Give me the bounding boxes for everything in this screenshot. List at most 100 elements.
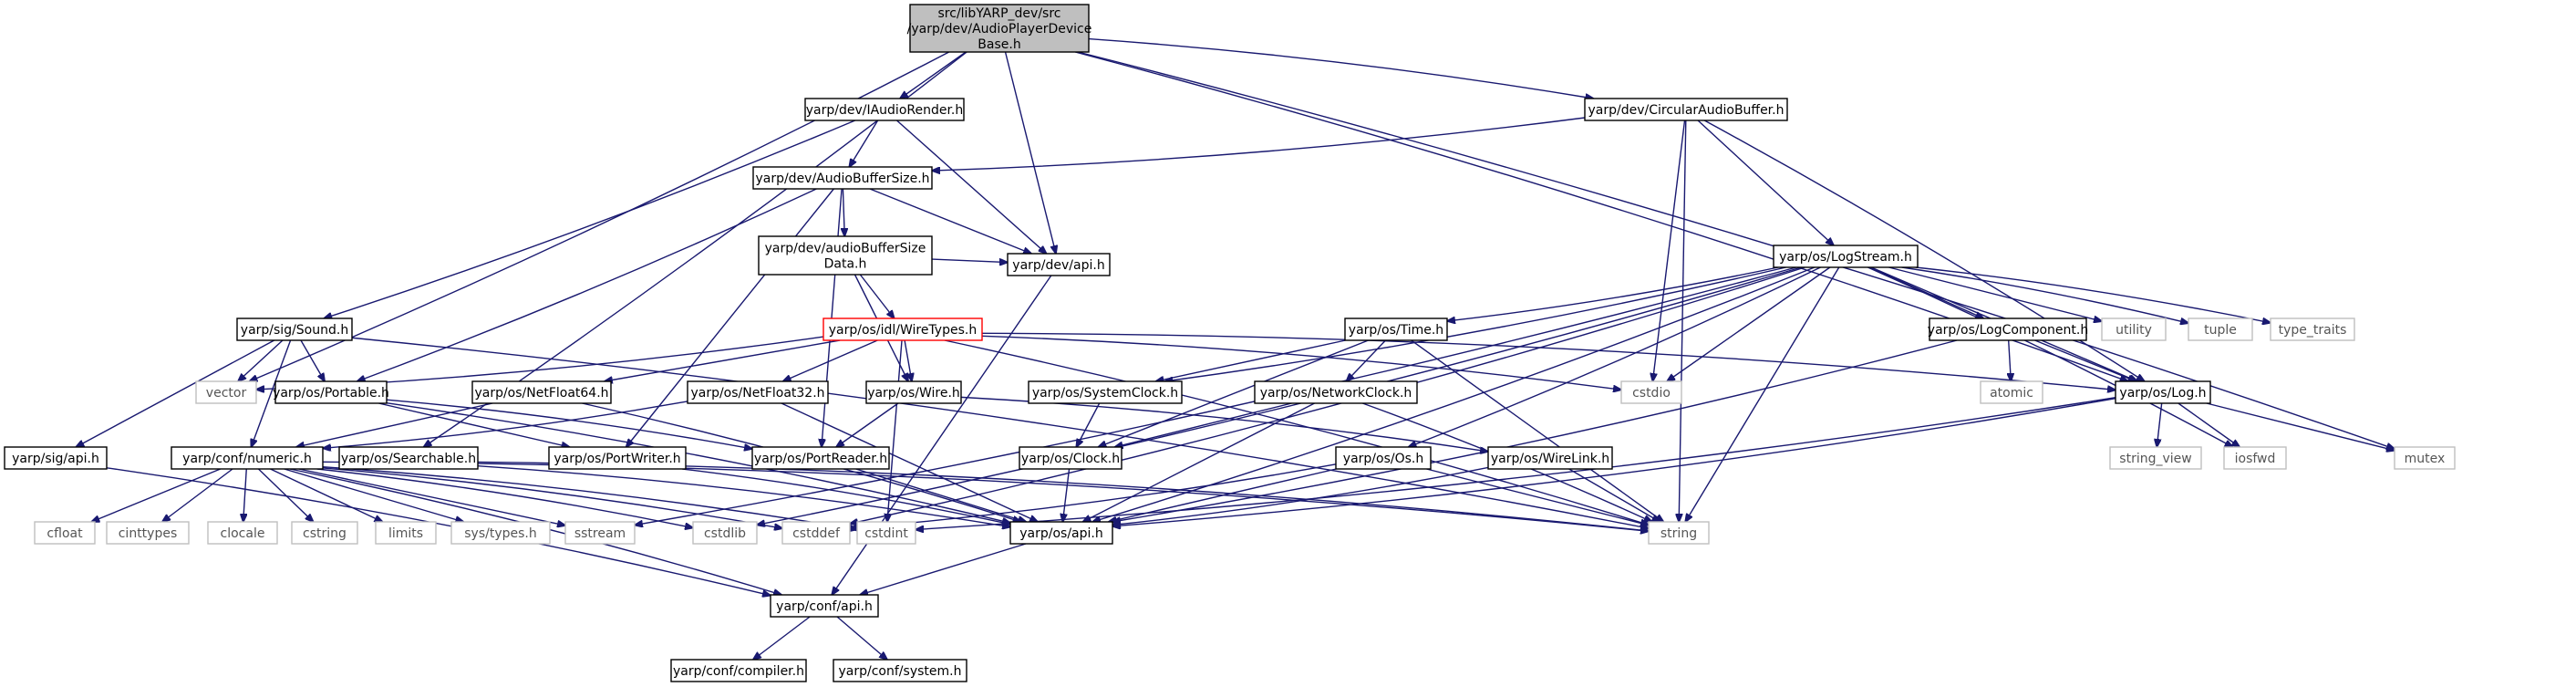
node-box-compiler [670,659,807,682]
node-limits: limits [375,521,437,545]
node-audiobuffersize[interactable]: yarp/dev/AudioBufferSize.h [752,166,933,190]
node-wire[interactable]: yarp/os/Wire.h [865,380,962,404]
node-label-wiretypes: yarp/os/idl/WireTypes.h [829,323,977,338]
node-portable[interactable]: yarp/os/Portable.h [273,380,389,404]
edge-logstream-to-type_traits [1915,266,2271,323]
node-label-compiler: yarp/conf/compiler.h [673,664,804,679]
node-confapi[interactable]: yarp/conf/api.h [770,594,879,618]
node-compiler[interactable]: yarp/conf/compiler.h [670,659,807,682]
node-root[interactable]: src/libYARP_dev/src/yarp/dev/AudioPlayer… [907,4,1092,53]
edge-numeric-to-sstream [298,468,565,526]
node-string: string [1648,521,1710,545]
edge-searchable-to-osapi [477,465,1010,527]
node-label-cstdint: cstdint [864,526,908,541]
node-sigapi[interactable]: yarp/sig/api.h [4,446,108,470]
node-netfloat64[interactable]: yarp/os/NetFloat64.h [471,380,612,404]
edge-log-to-iosfwd [2178,402,2240,447]
edge-numeric-to-limits [270,468,382,522]
node-box-logcomponent [1929,317,2087,341]
edge-wire-to-portreader [836,402,899,447]
edge-confapi-to-system [836,616,887,660]
edge-numeric-to-cfloat [91,468,221,522]
edge-portable-to-portreader [386,399,752,449]
node-os[interactable]: yarp/os/Os.h [1335,446,1432,470]
node-netfloat32[interactable]: yarp/os/NetFloat32.h [687,380,829,404]
edge-numeric-to-string [322,461,1649,531]
edge-time-to-string [1411,339,1664,522]
edge-audiobuffersizedata-to-devapi [931,259,1008,263]
node-box-cstdint [856,521,916,545]
node-box-cinttypes [106,521,190,545]
edge-time-to-clock [1098,339,1369,447]
edge-audiobuffersize-to-devapi [869,188,1031,254]
edges-layer [76,37,2395,660]
node-box-cfloat [34,521,96,545]
node-systypes: sys/types.h [450,521,551,545]
node-clock[interactable]: yarp/os/Clock.h [1019,446,1122,470]
edge-iaudiorender-to-sound [324,120,856,318]
edge-numeric-to-cstdlib [316,468,693,528]
edge-numeric-to-cstddef [322,467,782,528]
node-box-systypes [450,521,551,545]
node-box-log [2115,380,2211,404]
node-vector: vector [195,380,257,404]
node-osapi[interactable]: yarp/os/api.h [1009,521,1113,545]
edge-logcomponent-to-osapi [1112,339,1958,522]
node-portwriter[interactable]: yarp/os/PortWriter.h [548,446,687,470]
node-box-clocale [207,521,278,545]
edge-logstream-to-cstddef [850,266,1805,524]
edge-wiretypes-to-wire [904,339,912,381]
node-label-clock: yarp/os/Clock.h [1021,452,1120,466]
node-label-iaudiorender: yarp/dev/IAudioRender.h [806,103,964,118]
node-systemclock[interactable]: yarp/os/SystemClock.h [1028,380,1183,404]
node-box-numeric [171,446,324,470]
node-label-circularaudiobuffer: yarp/dev/CircularAudioBuffer.h [1588,103,1785,118]
edge-logcomponent-to-log [2034,339,2136,381]
edge-log-to-mutex [2206,402,2395,451]
edge-logstream-to-sstream [635,266,1797,526]
node-portreader[interactable]: yarp/os/PortReader.h [751,446,890,470]
node-searchable[interactable]: yarp/os/Searchable.h [338,446,479,470]
node-sound[interactable]: yarp/sig/Sound.h [236,317,353,341]
node-box-circularaudiobuffer [1584,98,1788,121]
node-label-cstring: cstring [303,526,347,541]
node-box-string_view [2109,446,2202,470]
node-label-logstream: yarp/os/LogStream.h [1779,250,1912,265]
node-clocale: clocale [207,521,278,545]
node-cstdint: cstdint [856,521,916,545]
edge-circularaudiobuffer-to-string [1679,120,1687,522]
node-time[interactable]: yarp/os/Time.h [1344,317,1448,341]
node-iaudiorender[interactable]: yarp/dev/IAudioRender.h [804,98,965,121]
edge-logcomponent-to-atomic [2009,339,2012,381]
edge-audiobuffersize-to-portable [357,188,817,381]
node-cstdlib: cstdlib [692,521,758,545]
node-label-limits: limits [388,526,423,541]
node-box-logstream [1773,245,1919,268]
node-label-netfloat32: yarp/os/NetFloat32.h [690,386,824,401]
node-wiretypes[interactable]: yarp/os/idl/WireTypes.h [822,317,983,341]
edge-circularaudiobuffer-to-log [1703,120,2145,381]
node-iosfwd: iosfwd [2223,446,2287,470]
node-system[interactable]: yarp/conf/system.h [833,659,967,682]
node-box-string [1648,521,1710,545]
node-numeric[interactable]: yarp/conf/numeric.h [171,446,324,470]
node-label-mutex: mutex [2405,452,2446,466]
node-logstream[interactable]: yarp/os/LogStream.h [1773,245,1919,268]
node-logcomponent[interactable]: yarp/os/LogComponent.h [1928,317,2088,341]
edge-os-to-cstddef [850,463,1337,528]
node-circularaudiobuffer[interactable]: yarp/dev/CircularAudioBuffer.h [1584,98,1788,121]
node-log[interactable]: yarp/os/Log.h [2115,380,2211,404]
node-box-sound [236,317,353,341]
node-label-wirelink: yarp/os/WireLink.h [1491,452,1609,466]
node-box-utility [2101,317,2167,341]
node-wirelink[interactable]: yarp/os/WireLink.h [1487,446,1613,470]
node-box-time [1344,317,1448,341]
edge-root-to-iaudiorender [900,51,967,99]
node-networkclock[interactable]: yarp/os/NetworkClock.h [1254,380,1418,404]
edge-systemclock-to-clock [1076,402,1101,447]
edge-sound-to-string [351,337,1649,528]
node-label-os: yarp/os/Os.h [1343,452,1423,466]
node-devapi[interactable]: yarp/dev/api.h [1007,253,1111,276]
